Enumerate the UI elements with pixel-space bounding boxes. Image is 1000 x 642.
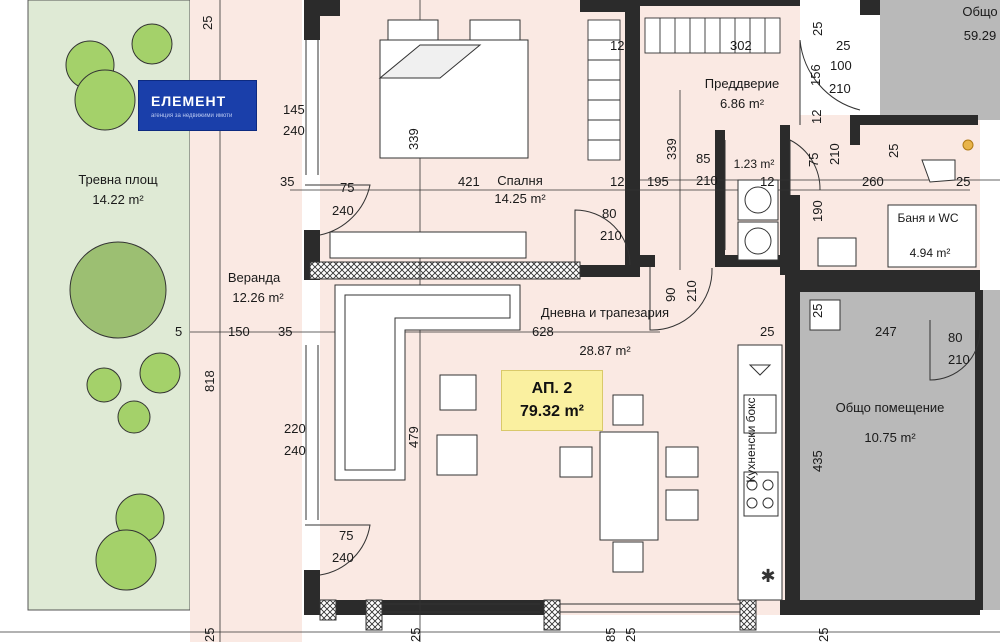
dim-label: 100 [830,58,852,73]
dim-label: 75 [340,180,354,195]
dim-label: 25 [408,628,423,642]
dim-label: 25 [810,22,825,36]
kitchen-name: Кухненски бокс [744,397,758,482]
dim-label: 210 [600,228,622,243]
windows [305,40,740,613]
dim-label: 240 [283,123,305,138]
dim-label: 628 [532,324,554,339]
dim-label: 5 [175,324,182,339]
living-name: Дневна и трапезария [541,305,669,320]
apartment-label: АП. 2 79.32 m² [501,370,603,431]
bath-name: Баня и WC [897,211,958,225]
dim-label: 90 [663,288,678,302]
dim-label: 210 [948,352,970,367]
trees [65,23,181,591]
dim-label: 240 [284,443,306,458]
dim-label: 25 [623,628,638,642]
hatched-walls [309,261,757,631]
common-area-edge [978,290,1000,610]
armchairs [436,374,478,476]
common-top-name: Общо [962,4,997,19]
dim-label: 240 [332,203,354,218]
walls [304,0,983,615]
dim-label: 12 [610,38,624,53]
dim-label: 339 [664,138,679,160]
dim-label: 85 [696,151,710,166]
dim-label: 818 [202,370,217,392]
dining-set [559,394,699,573]
dim-label: 339 [406,128,421,150]
dim-label: 479 [406,426,421,448]
dim-label: 156 [808,64,823,86]
dim-label: 35 [278,324,292,339]
logo-tagline: агенция за недвижими имоти [151,113,233,119]
dim-label: 150 [228,324,250,339]
apartment-area: 79.32 m² [519,403,585,420]
dim-label: 302 [730,38,752,53]
dim-label: 210 [696,173,718,188]
dim-label: 25 [816,628,831,642]
dim-label: 421 [458,174,480,189]
bedroom-area-value: 14.25 m² [494,191,546,206]
veranda-name: Веранда [228,270,281,285]
dim-label: 210 [827,143,842,165]
dim-label: 12 [610,174,624,189]
grass-name: Тревна площ [78,172,158,187]
door-swings [305,39,981,576]
apartment-number: АП. 2 [531,380,573,397]
closet-area-value: 1.23 m² [734,157,775,171]
grass-area-value: 14.22 m² [92,192,144,207]
kitchen-counter [737,344,783,601]
dim-label: 220 [284,421,306,436]
dim-label: 190 [810,200,825,222]
dim-label: 435 [810,450,825,472]
dim-label: 210 [684,280,699,302]
dim-label: 75 [806,153,821,167]
bathroom-fixtures [809,139,977,331]
dim-label: 80 [602,206,616,221]
bath-area-value: 4.94 m² [910,246,951,260]
dim-label: 240 [332,550,354,565]
fridge-symbol: ✱ [760,566,775,587]
dim-label: 247 [875,324,897,339]
agency-logo: ЕЛЕМЕНТ агенция за недвижими имоти [138,80,257,131]
dimension-labels: 25 302 12 25 25 100 210 156 145 240 339 … [175,16,970,642]
hall-area-value: 6.86 m² [720,96,765,111]
bed [378,19,529,159]
dim-label: 12 [809,110,824,124]
dim-label: 25 [810,304,825,318]
dim-label: 25 [886,144,901,158]
dim-label: 25 [202,628,217,642]
common-name: Общо помещение [836,400,945,415]
veranda-area-value: 12.26 m² [232,290,284,305]
bench [329,231,527,259]
dim-label: 145 [283,102,305,117]
dim-label: 260 [862,174,884,189]
room-labels: Тревна площ 14.22 m² Веранда 12.26 m² Сп… [78,4,997,483]
common-area-value: 10.75 m² [864,430,916,445]
sofa [334,284,521,481]
logo-name: ЕЛЕМЕНТ [151,93,227,109]
dim-label: 85 [603,628,618,642]
dim-label: 25 [200,16,215,30]
dim-label: 25 [760,324,774,339]
dim-label: 195 [647,174,669,189]
dim-label: 35 [280,174,294,189]
dim-label: 12 [760,174,774,189]
dim-label: 25 [836,38,850,53]
common-area-top [880,0,1000,120]
dim-label: 80 [948,330,962,345]
common-area-bottom [800,290,980,610]
dim-label: 75 [339,528,353,543]
washer-dryer [737,179,779,261]
dim-label: 25 [956,174,970,189]
hall-name: Преддверие [705,76,779,91]
bedroom-name: Спалня [497,173,542,188]
common-top-area-value: 59.29 [964,28,997,43]
stairs [587,17,781,161]
dim-label: 210 [829,81,851,96]
living-area-value: 28.87 m² [579,343,631,358]
